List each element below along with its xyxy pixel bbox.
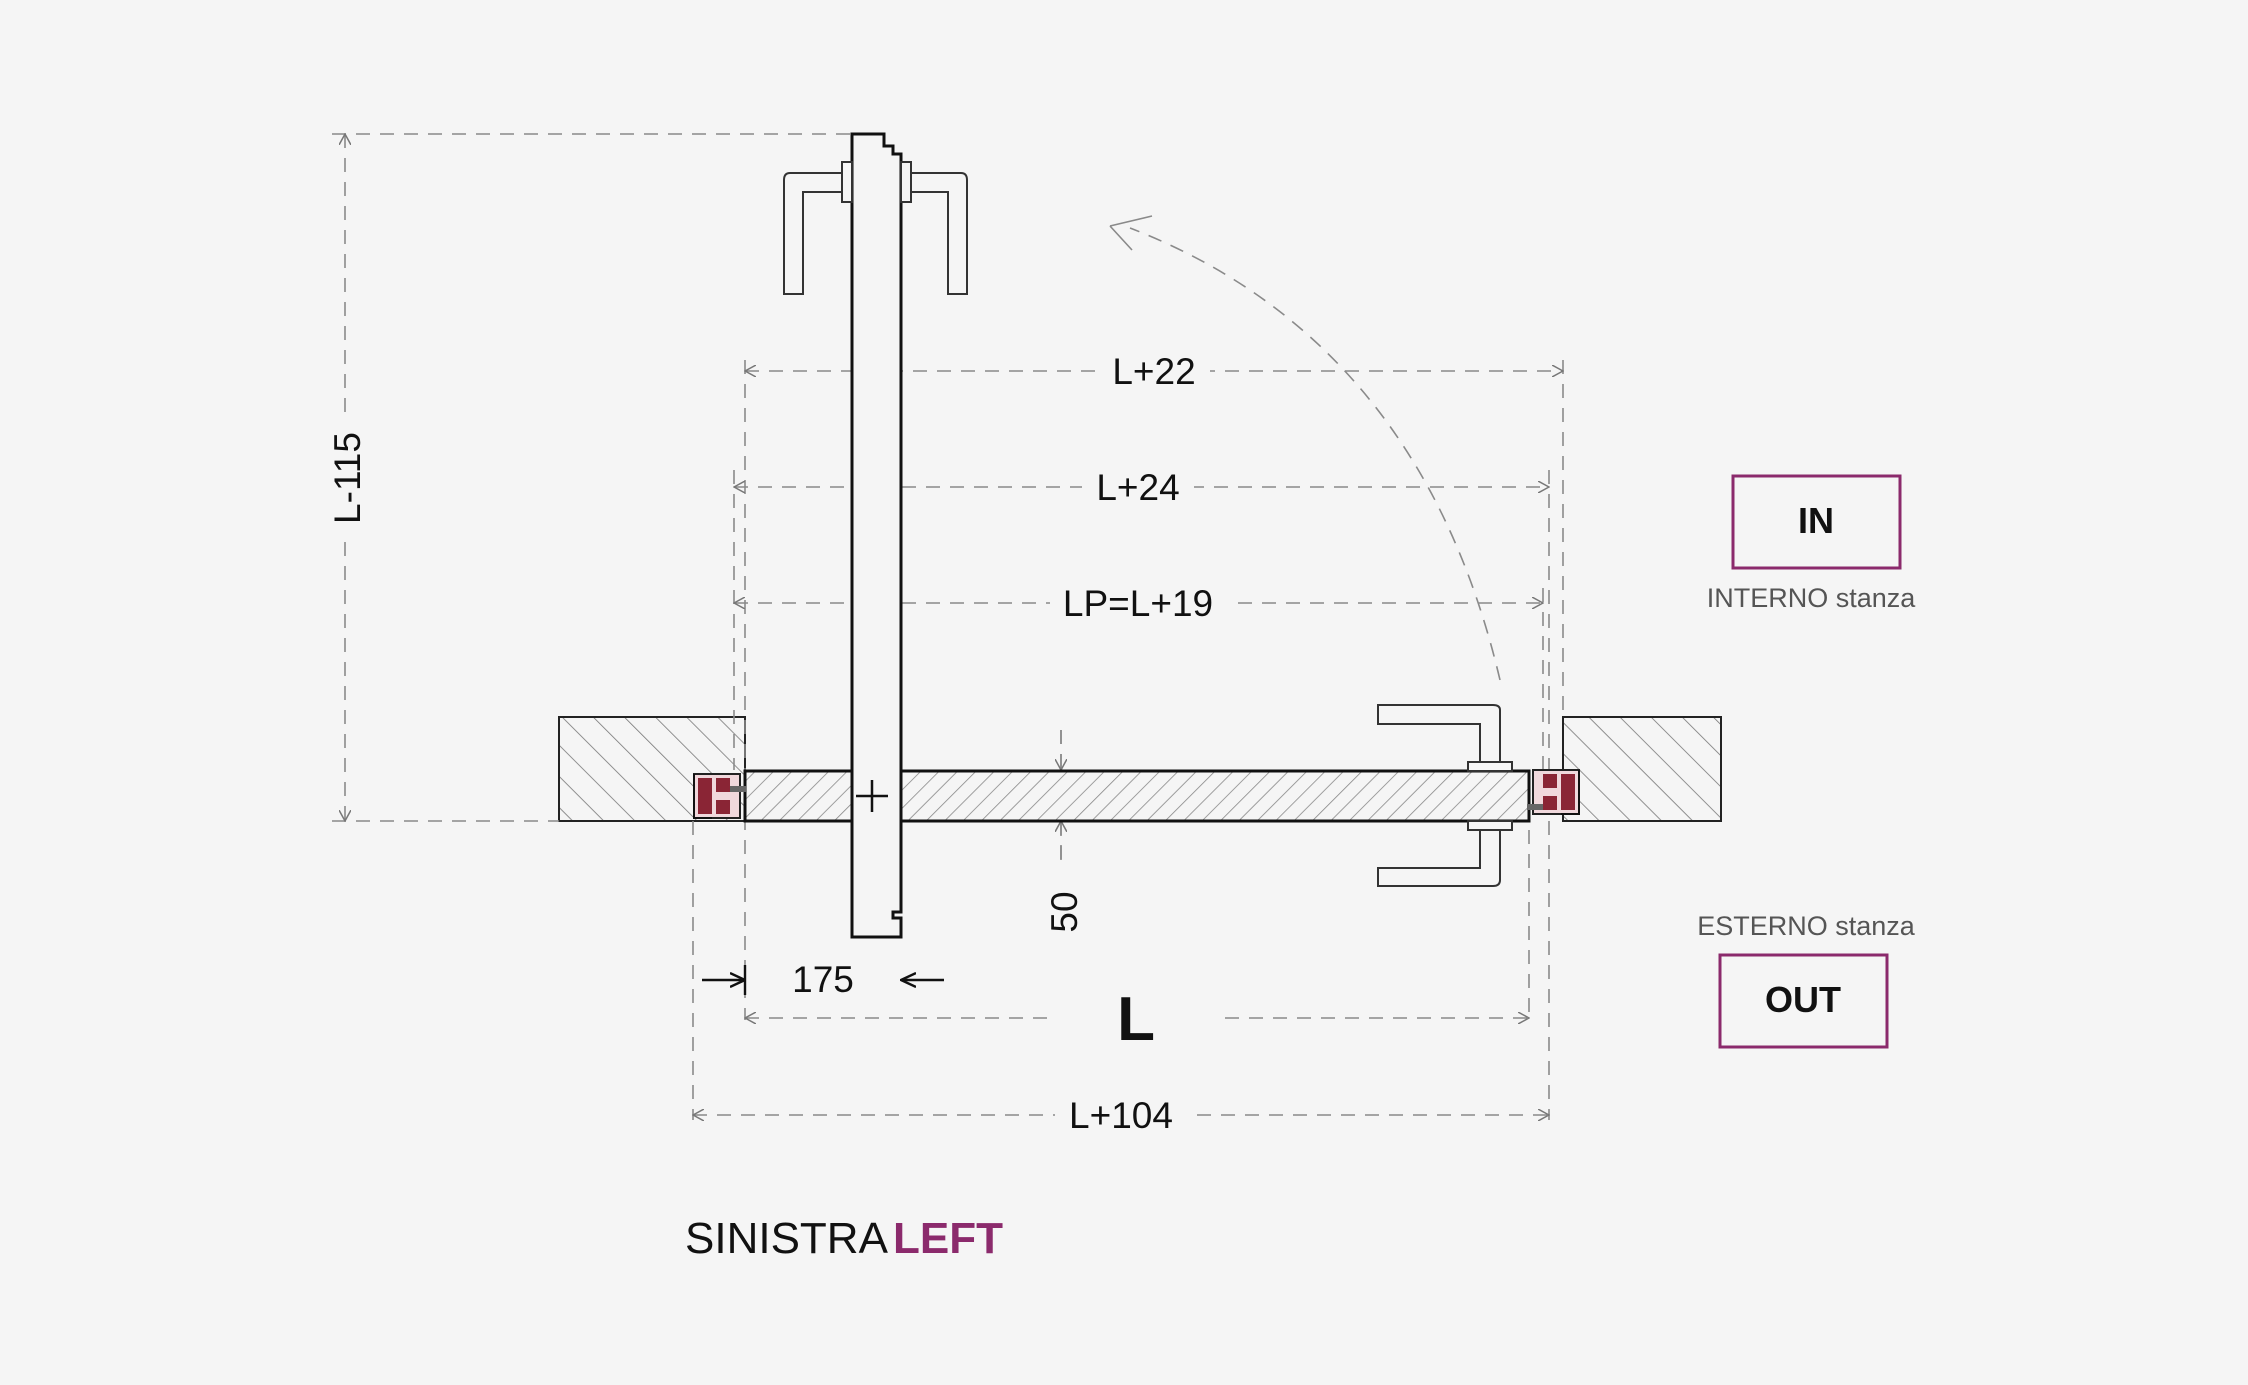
door-leaf-open (850, 132, 903, 939)
door-swing-arc (1129, 227, 1501, 681)
dim-l-minus-115: L-115 (327, 432, 368, 524)
frame-profile-right (1527, 769, 1580, 815)
frame-profile-left (693, 773, 746, 819)
swing-arrow-head (1109, 215, 1153, 251)
dim-width-l: L (1117, 985, 1155, 1054)
hinge-pivot-mark (856, 780, 888, 812)
caption-sinistra: SINISTRA (685, 1214, 889, 1263)
out-box (1718, 953, 1889, 1049)
dim-l-plus-104: L+104 (1069, 1095, 1173, 1136)
wall-right (1562, 716, 1722, 822)
handle-open-leaf (783, 161, 968, 295)
in-box (1731, 474, 1902, 570)
dim-lp: LP=L+19 (1063, 583, 1213, 624)
caption-left: LEFT (893, 1214, 1003, 1263)
out-label: OUT (1765, 979, 1841, 1020)
dim-offset: 175 (792, 959, 854, 1000)
label-backgrounds (320, 345, 1230, 1140)
in-caption: INTERNO stanza (1707, 583, 1917, 613)
dim-thickness: 50 (1044, 891, 1085, 932)
handle-closed-leaf (1377, 704, 1513, 887)
dim-l-plus-22: L+22 (1112, 351, 1195, 392)
dim-l-plus-24: L+24 (1096, 467, 1179, 508)
out-caption: ESTERNO stanza (1697, 911, 1916, 941)
in-label: IN (1798, 500, 1834, 541)
